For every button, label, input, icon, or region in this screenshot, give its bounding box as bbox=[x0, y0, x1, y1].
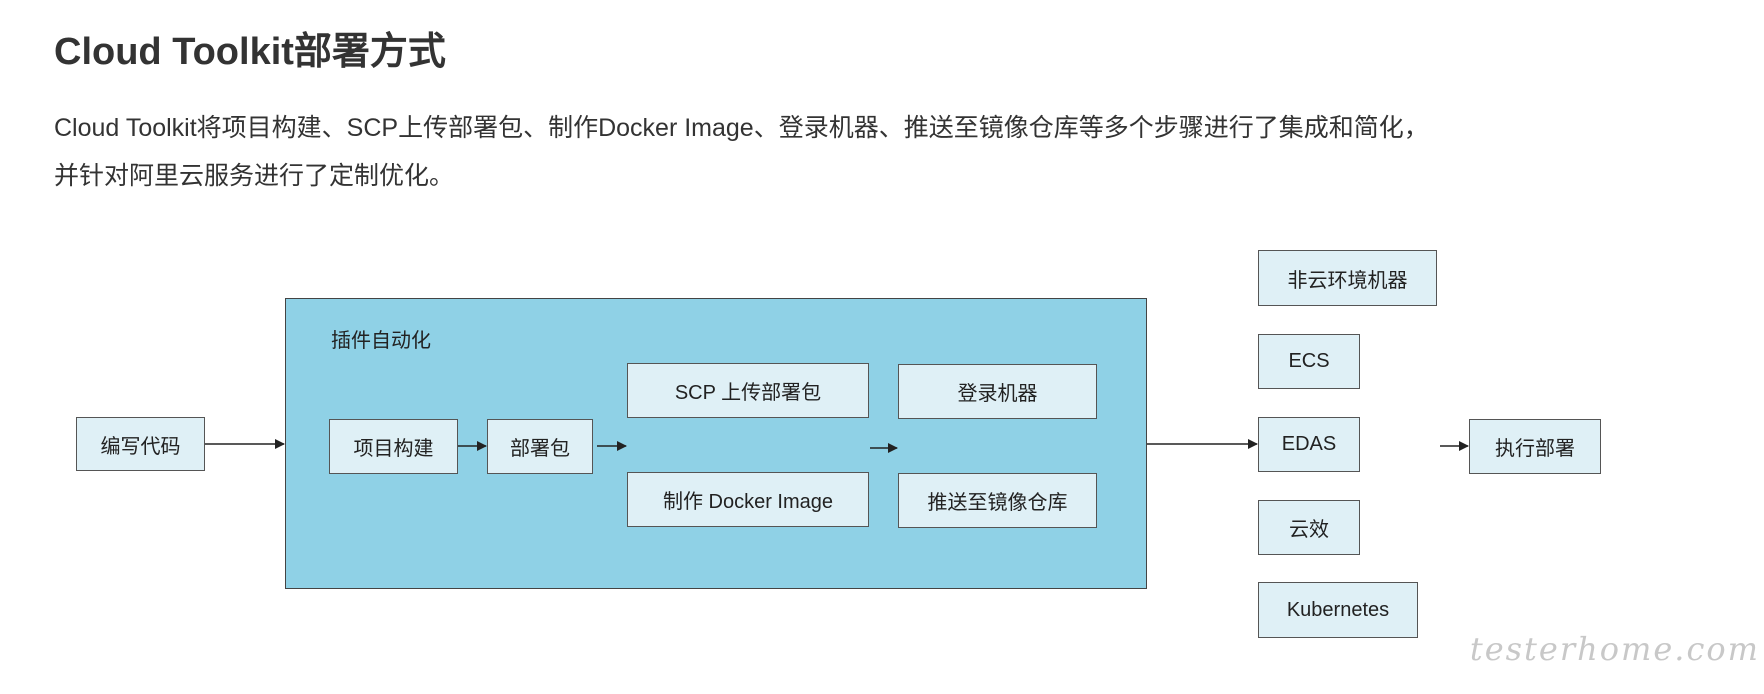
execute-deploy-box: 执行部署 bbox=[1469, 419, 1601, 474]
target-kubernetes-box: Kubernetes bbox=[1258, 582, 1418, 638]
intro-line-1: Cloud Toolkit将项目构建、SCP上传部署包、制作Docker Ima… bbox=[54, 114, 1429, 142]
watermark: testerhome.com bbox=[1469, 630, 1760, 668]
deploy-package-box: 部署包 bbox=[487, 419, 593, 474]
plugin-automation-label: 插件自动化 bbox=[331, 330, 431, 352]
scp-upload-box: SCP 上传部署包 bbox=[627, 363, 869, 418]
login-machine-box: 登录机器 bbox=[898, 364, 1097, 419]
target-edas-box: EDAS bbox=[1258, 417, 1360, 472]
intro-paragraph: Cloud Toolkit将项目构建、SCP上传部署包、制作Docker Ima… bbox=[54, 104, 1714, 200]
target-ecs-box: ECS bbox=[1258, 334, 1360, 389]
push-registry-box: 推送至镜像仓库 bbox=[898, 473, 1097, 528]
page-heading: Cloud Toolkit部署方式 bbox=[54, 31, 446, 73]
intro-line-2: 并针对阿里云服务进行了定制优化。 bbox=[54, 162, 455, 190]
docker-image-box: 制作 Docker Image bbox=[627, 472, 869, 527]
project-build-box: 项目构建 bbox=[329, 419, 458, 474]
target-non-cloud-box: 非云环境机器 bbox=[1258, 250, 1437, 306]
write-code-box: 编写代码 bbox=[76, 417, 205, 471]
target-yunxiao-box: 云效 bbox=[1258, 500, 1360, 555]
